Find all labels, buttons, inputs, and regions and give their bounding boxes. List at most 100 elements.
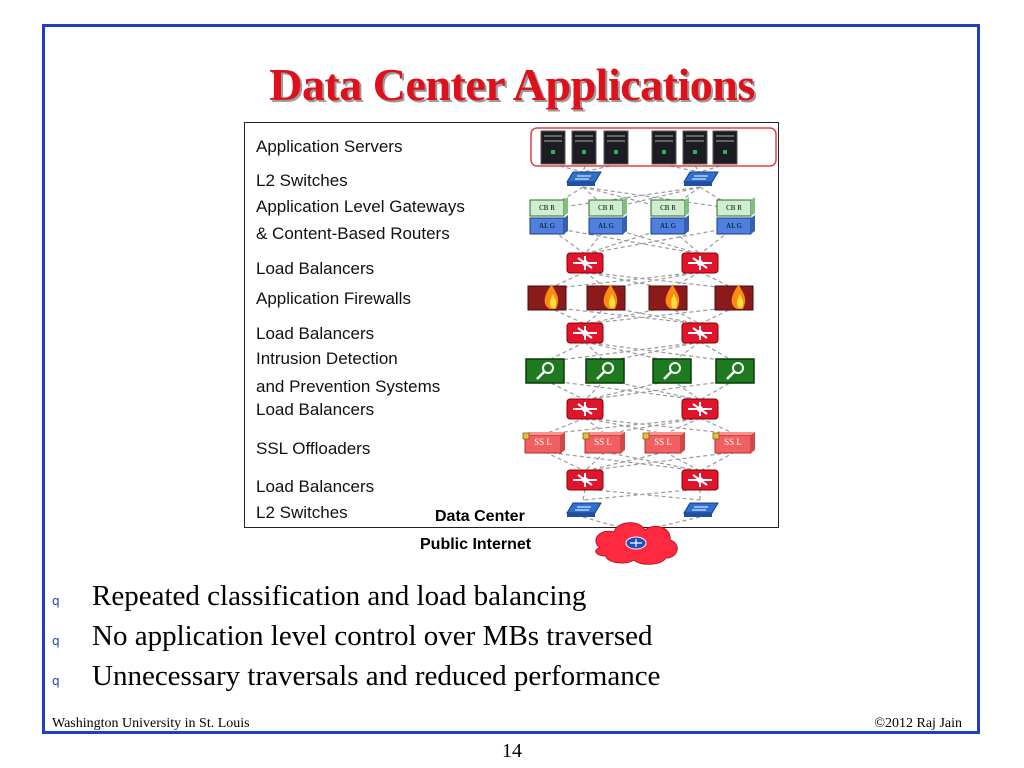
link: [699, 165, 721, 173]
footer-left: Washington University in St. Louis: [52, 716, 250, 731]
l2-switch-icon: [683, 171, 719, 186]
link: [559, 165, 584, 173]
link: [582, 186, 608, 210]
bullet-text: No application level control over MBs tr…: [92, 620, 653, 652]
link: [584, 451, 606, 472]
footer-right: ©2012 Raj Jain: [874, 716, 962, 731]
internet-cloud-icon: [595, 522, 678, 565]
link: [547, 186, 701, 210]
firewall-icon: [648, 284, 688, 311]
link: [584, 417, 736, 435]
public-internet-label: Public Internet: [420, 536, 532, 553]
server-rack-outline: [530, 127, 777, 167]
gateway-router-icon: CB R AL G: [716, 197, 755, 235]
label-prevention-systems: and Prevention Systems: [256, 377, 441, 396]
ssl-offloader-icon: SS L: [712, 432, 755, 454]
label-load-balancers-3: Load Balancers: [256, 400, 375, 419]
ids-icon: [715, 358, 755, 384]
link: [582, 488, 586, 501]
page-number: 14: [502, 740, 522, 762]
link: [694, 165, 701, 173]
server-icon: [682, 130, 708, 165]
load-balancer-icon: [566, 252, 604, 274]
link: [544, 417, 701, 435]
link: [584, 379, 606, 401]
firewall-icon: [714, 284, 754, 311]
load-balancer-icon: [566, 398, 604, 420]
server-icon: [651, 130, 677, 165]
alg-label: AL G: [660, 222, 676, 230]
label-app-level-gateways: Application Level Gateways: [256, 197, 465, 216]
label-load-balancers-2: Load Balancers: [256, 324, 375, 343]
link: [582, 165, 611, 173]
alg-label: AL G: [726, 222, 742, 230]
load-balancer-icon: [681, 469, 719, 491]
link: [547, 271, 701, 290]
link: [668, 306, 701, 325]
slide-frame: [42, 24, 980, 734]
link: [584, 226, 608, 255]
bullet-marker: q: [52, 674, 60, 688]
link: [584, 417, 606, 435]
link: [584, 379, 736, 401]
link: [699, 451, 736, 472]
alg-label: AL G: [539, 222, 555, 230]
load-balancer-icon: [681, 322, 719, 344]
bullet-text: Unnecessary traversals and reduced perfo…: [92, 660, 661, 692]
firewall-icon: [586, 284, 626, 311]
label-l2-switches-bottom: L2 Switches: [256, 503, 348, 522]
firewall-icon: [527, 284, 567, 311]
label-load-balancers-4: Load Balancers: [256, 477, 375, 496]
link: [669, 165, 701, 173]
bullet-marker: q: [52, 634, 60, 648]
link: [635, 516, 701, 533]
label-content-based-routers: & Content-Based Routers: [256, 224, 450, 243]
gateway-router-icon: CB RAL G: [588, 197, 627, 235]
cbr-label: CB R: [539, 204, 555, 212]
ssl-label: SS L: [594, 437, 612, 447]
load-balancer-icon: [566, 469, 604, 491]
server-icon: [540, 130, 566, 165]
ssl-offloader-icon: SS L: [522, 432, 565, 454]
ids-icon: [652, 358, 692, 384]
bullet-marker: q: [52, 594, 60, 608]
link: [584, 341, 736, 363]
alg-label: AL G: [598, 222, 614, 230]
label-ssl-offloaders: SSL Offloaders: [256, 439, 371, 458]
link: [604, 417, 701, 435]
link: [544, 451, 586, 472]
label-intrusion-detection: Intrusion Detection: [256, 349, 398, 368]
link: [582, 165, 586, 173]
data-center-label: Data Center: [435, 508, 525, 525]
l2-switch-icon: [566, 502, 602, 517]
ssl-offloader-icon: SS L: [642, 432, 685, 454]
label-application-firewalls: Application Firewalls: [256, 289, 411, 308]
l2-switch-icon: [566, 171, 602, 186]
l2-switch-icon: [683, 502, 719, 517]
ssl-label: SS L: [724, 437, 742, 447]
load-balancer-icon: [681, 398, 719, 420]
cbr-label: CB R: [660, 204, 676, 212]
link: [582, 488, 701, 501]
link: [584, 226, 736, 255]
slide-title: Data Center Applications: [269, 59, 755, 110]
link: [671, 379, 701, 401]
link: [544, 341, 701, 363]
ids-icon: [525, 358, 565, 384]
cbr-label: CB R: [726, 204, 742, 212]
ids-icon: [585, 358, 625, 384]
load-balancer-icon: [681, 252, 719, 274]
label-application-servers: Application Servers: [256, 137, 403, 156]
link: [604, 451, 701, 472]
server-icon: [571, 130, 597, 165]
link: [664, 451, 701, 472]
ssl-offloader-icon: SS L: [582, 432, 625, 454]
bullet-text: Repeated classification and load balanci…: [92, 580, 587, 612]
gateway-router-icon: CB R AL G: [529, 197, 568, 235]
link: [584, 451, 736, 472]
load-balancer-icon: [566, 322, 604, 344]
link: [544, 379, 701, 401]
link: [547, 306, 701, 325]
